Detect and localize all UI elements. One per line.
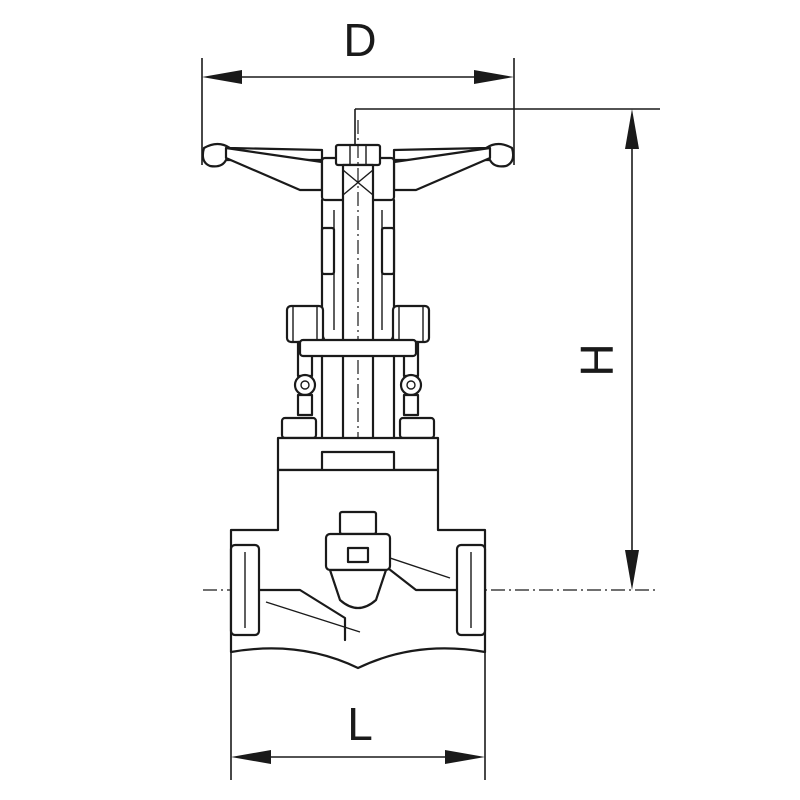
dimension-d-label: D [343, 14, 376, 66]
gland-bolts-right [391, 304, 431, 417]
gland-bolts-left [285, 304, 325, 417]
dimension-l: L [230, 640, 486, 780]
arrowhead-left [202, 70, 242, 84]
gland [298, 338, 418, 442]
handwheel [201, 142, 515, 202]
arrowhead-right [474, 70, 514, 84]
dimension-l-label: L [347, 698, 373, 750]
disc [324, 510, 392, 610]
arrowhead-top [625, 109, 639, 149]
arrowhead-right [445, 750, 485, 764]
dimension-h-label: H [571, 343, 623, 376]
dimension-d: D [201, 14, 515, 165]
arrowhead-left [231, 750, 271, 764]
arrowhead-bottom [625, 550, 639, 590]
dimension-h: H [354, 108, 660, 590]
